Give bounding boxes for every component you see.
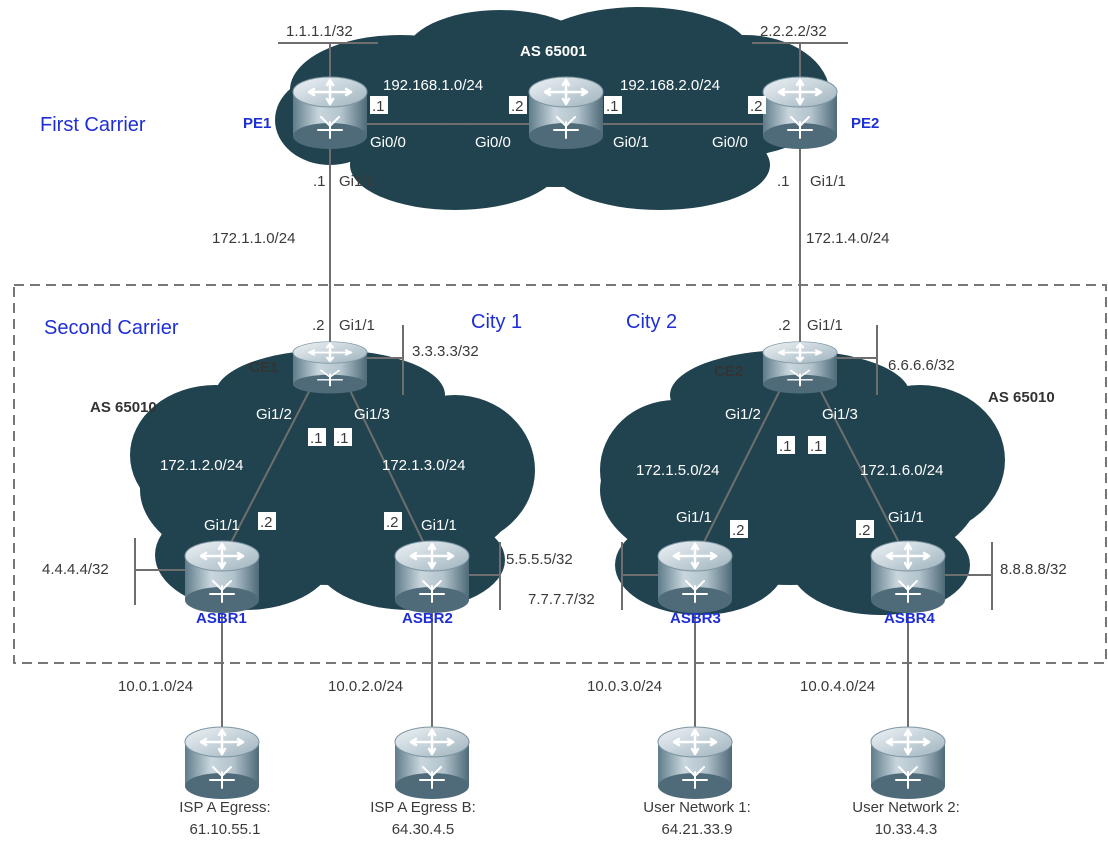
subnet-asbr4-user: 10.0.4.0/24 bbox=[800, 678, 875, 695]
link-ce1-asbr2 bbox=[344, 379, 433, 561]
node-label-ce2: CE2 bbox=[714, 363, 743, 380]
hostid-ce2-right: .1 bbox=[810, 438, 823, 455]
router-isp-b-icon[interactable] bbox=[393, 725, 471, 801]
if-asbr1-gi11: Gi1/1 bbox=[204, 517, 240, 534]
loopback-asbr4: 8.8.8.8/32 bbox=[1000, 561, 1067, 578]
hostid-pe2-down: .1 bbox=[777, 173, 790, 190]
hostid-ce2-up: .2 bbox=[778, 317, 791, 334]
link-ce2-asbr3 bbox=[694, 379, 786, 561]
egress-isp-b-title: ISP A Egress B: bbox=[370, 799, 476, 816]
if-pe2-gi11: Gi1/1 bbox=[810, 173, 846, 190]
hostid-ce1-left: .1 bbox=[310, 430, 323, 447]
loopback-ce2: 6.6.6.6/32 bbox=[888, 357, 955, 374]
region-city-1: City 1 bbox=[471, 311, 522, 333]
egress-isp-a-title: ISP A Egress: bbox=[179, 799, 270, 816]
if-p-gi00: Gi0/0 bbox=[475, 134, 511, 151]
hostid-pe1-core: .1 bbox=[372, 98, 385, 115]
loopback-pe1: 1.1.1.1/32 bbox=[286, 23, 353, 40]
if-pe1-gi00: Gi0/0 bbox=[370, 134, 406, 151]
subnet-ce1-asbr1: 172.1.2.0/24 bbox=[160, 457, 243, 474]
egress-user1-title: User Network 1: bbox=[643, 799, 751, 816]
if-ce1-gi11: Gi1/1 bbox=[339, 317, 375, 334]
second-carrier-boundary bbox=[13, 284, 1107, 664]
if-ce2-gi12: Gi1/2 bbox=[725, 406, 761, 423]
subnet-pe2-ce2: 172.1.4.0/24 bbox=[806, 230, 889, 247]
hostid-p-right: .1 bbox=[606, 98, 619, 115]
region-first-carrier: First Carrier bbox=[40, 114, 146, 136]
loopback-asbr3: 7.7.7.7/32 bbox=[528, 591, 595, 608]
hostid-asbr2: .2 bbox=[386, 514, 399, 531]
router-pe1-icon[interactable] bbox=[291, 75, 369, 151]
router-isp-a-icon[interactable] bbox=[183, 725, 261, 801]
hostid-asbr3: .2 bbox=[732, 522, 745, 539]
subnet-pe1-p: 192.168.1.0/24 bbox=[383, 77, 483, 94]
node-label-asbr2: ASBR2 bbox=[402, 610, 453, 627]
subnet-ce1-asbr2: 172.1.3.0/24 bbox=[382, 457, 465, 474]
if-pe2-gi00: Gi0/0 bbox=[712, 134, 748, 151]
region-city-2: City 2 bbox=[626, 311, 677, 333]
hostid-pe1-down: .1 bbox=[313, 173, 326, 190]
router-asbr3-icon[interactable] bbox=[656, 539, 734, 615]
hostid-asbr1: .2 bbox=[260, 514, 273, 531]
egress-isp-a-addr: 61.10.55.1 bbox=[190, 821, 261, 838]
subnet-ce2-asbr4: 172.1.6.0/24 bbox=[860, 462, 943, 479]
router-user2-icon[interactable] bbox=[869, 725, 947, 801]
router-asbr4-icon[interactable] bbox=[869, 539, 947, 615]
egress-user2-title: User Network 2: bbox=[852, 799, 960, 816]
subnet-asbr3-user: 10.0.3.0/24 bbox=[587, 678, 662, 695]
hostid-ce1-up: .2 bbox=[312, 317, 325, 334]
egress-user1-addr: 64.21.33.9 bbox=[662, 821, 733, 838]
node-label-ce1: CE1 bbox=[249, 359, 278, 376]
subnet-p-pe2: 192.168.2.0/24 bbox=[620, 77, 720, 94]
node-label-asbr1: ASBR1 bbox=[196, 610, 247, 627]
node-label-asbr4: ASBR4 bbox=[884, 610, 936, 627]
router-asbr2-icon[interactable] bbox=[393, 539, 471, 615]
subnet-asbr1-isp: 10.0.1.0/24 bbox=[118, 678, 193, 695]
loopback-asbr1: 4.4.4.4/32 bbox=[42, 561, 109, 578]
hostid-p-left: .2 bbox=[511, 98, 524, 115]
if-asbr4-gi11: Gi1/1 bbox=[888, 509, 924, 526]
if-ce1-gi13: Gi1/3 bbox=[354, 406, 390, 423]
loopback-pe2: 2.2.2.2/32 bbox=[760, 23, 827, 40]
router-user1-icon[interactable] bbox=[656, 725, 734, 801]
egress-user2-addr: 10.33.4.3 bbox=[875, 821, 938, 838]
subnet-pe1-ce1: 172.1.1.0/24 bbox=[212, 230, 295, 247]
as-core-label: AS 65001 bbox=[520, 43, 587, 60]
router-pe2-icon[interactable] bbox=[761, 75, 839, 151]
node-label-asbr3: ASBR3 bbox=[670, 610, 721, 627]
if-ce2-gi13: Gi1/3 bbox=[822, 406, 858, 423]
region-second-carrier: Second Carrier bbox=[44, 317, 179, 339]
hostid-ce1-right: .1 bbox=[336, 430, 349, 447]
hostid-pe2-core: .2 bbox=[750, 98, 763, 115]
if-p-gi01: Gi0/1 bbox=[613, 134, 649, 151]
subnet-ce2-asbr3: 172.1.5.0/24 bbox=[636, 462, 719, 479]
if-asbr2-gi11: Gi1/1 bbox=[421, 517, 457, 534]
loopback-ce1: 3.3.3.3/32 bbox=[412, 343, 479, 360]
node-label-pe2: PE2 bbox=[851, 115, 879, 132]
link-ce2-asbr4 bbox=[814, 379, 909, 561]
node-label-pe1: PE1 bbox=[243, 115, 271, 132]
if-pe1-gi11: Gi1/1 bbox=[339, 173, 375, 190]
router-p-icon[interactable] bbox=[527, 75, 605, 151]
host-id-boxes bbox=[258, 96, 874, 538]
as-city1-label: AS 65010 bbox=[90, 399, 157, 416]
router-ce2-icon[interactable] bbox=[761, 340, 839, 395]
as-city2-label: AS 65010 bbox=[988, 389, 1055, 406]
subnet-asbr2-isp: 10.0.2.0/24 bbox=[328, 678, 403, 695]
loopback-asbr2: 5.5.5.5/32 bbox=[506, 551, 573, 568]
router-asbr1-icon[interactable] bbox=[183, 539, 261, 615]
if-ce2-gi11: Gi1/1 bbox=[807, 317, 843, 334]
link-ce1-asbr1 bbox=[221, 379, 316, 561]
if-ce1-gi12: Gi1/2 bbox=[256, 406, 292, 423]
hostid-asbr4: .2 bbox=[858, 522, 871, 539]
egress-isp-b-addr: 64.30.4.5 bbox=[392, 821, 455, 838]
hostid-ce2-left: .1 bbox=[779, 438, 792, 455]
router-ce1-icon[interactable] bbox=[291, 340, 369, 395]
if-asbr3-gi11: Gi1/1 bbox=[676, 509, 712, 526]
